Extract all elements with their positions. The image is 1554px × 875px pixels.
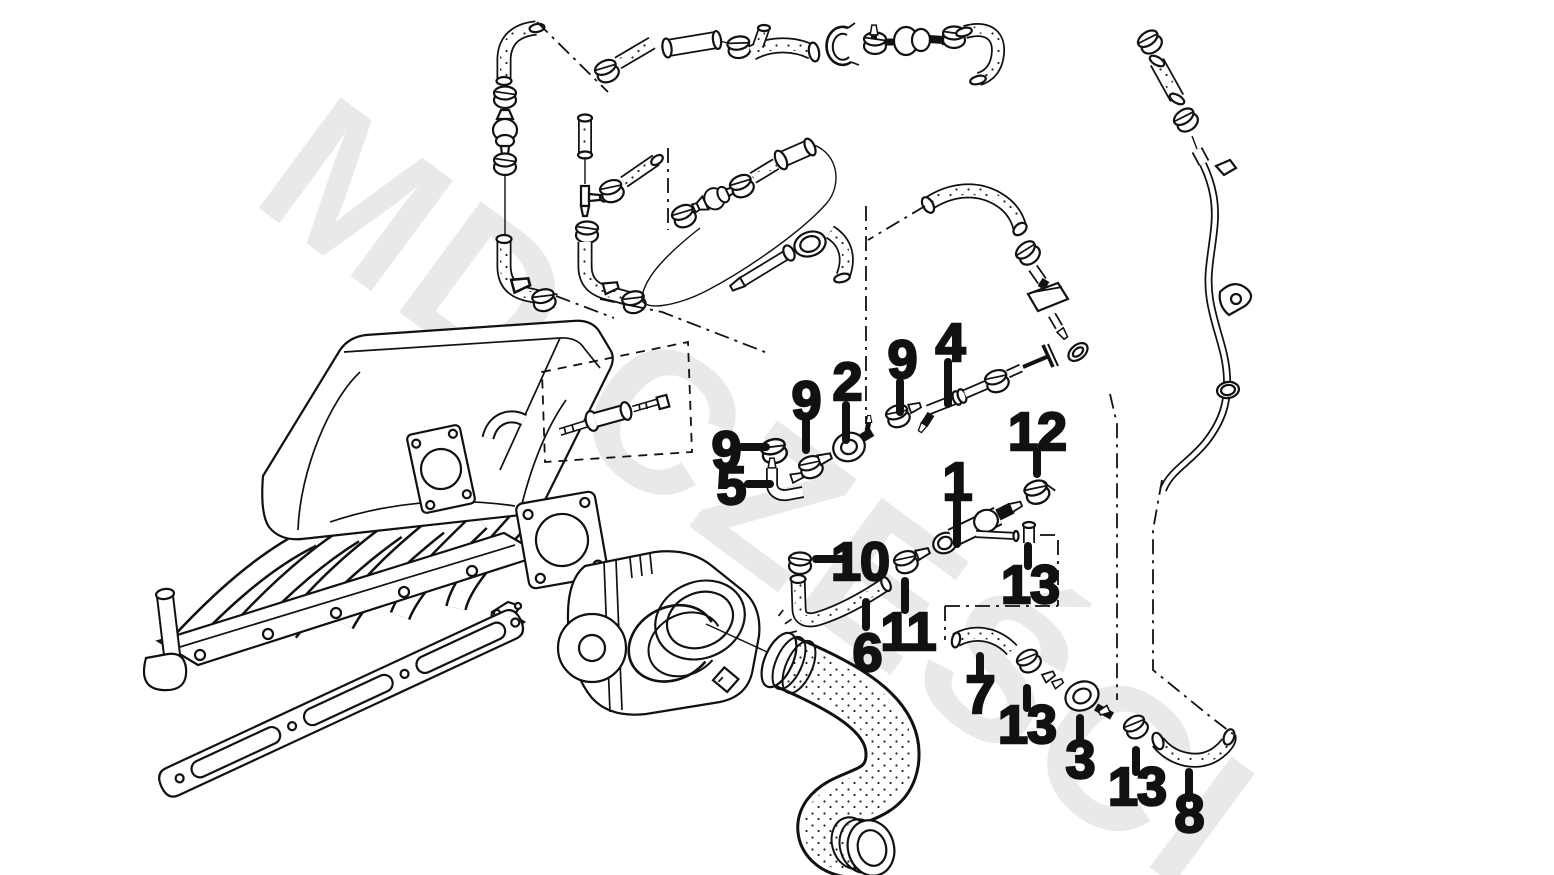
hose-clamp [492,85,518,110]
check-valve [491,108,519,157]
hose-clamp [1011,236,1045,270]
hose-clamp [1133,25,1167,59]
callout-label-1: 1 [942,452,971,512]
hose-clamp [725,33,753,61]
callout-label-8: 8 [1174,784,1203,844]
plug-13 [1021,520,1037,543]
hose-chain-a [491,20,559,315]
intake-manifold [142,319,614,692]
hose-clamp-10 [787,551,813,576]
hose-clamp-12 [1021,476,1053,508]
hose-clamp [574,220,600,245]
pipe-bracket [1218,283,1253,317]
barb-fitting [869,24,879,36]
spring-clamp [825,22,860,67]
valve-chain-3 [950,626,1237,768]
manifold-throttle-flange [406,424,476,514]
callout-label-12: 12 [1008,402,1066,462]
callout-label-13: 13 [998,695,1056,755]
callout-label-9: 9 [887,330,916,390]
check-valve-block [1026,277,1070,313]
callout-label-5: 5 [716,456,745,516]
callout-label-13: 13 [1001,555,1059,615]
hose-clamp [1169,103,1203,137]
hose-chain-b [574,113,664,317]
check-valve-2 [832,414,875,463]
pcv-valve [886,25,952,57]
callout-label-11: 11 [880,602,935,662]
barb-fitting [767,457,777,469]
callout-label-10: 10 [831,532,889,592]
callout-label-4: 4 [935,313,965,373]
sensor-assembly [541,340,693,463]
barb-fitting [907,400,923,414]
top-hose-chain [591,22,1005,87]
center-chain [758,343,1059,502]
callout-label-9: 9 [711,421,740,481]
construction-lines [536,21,1234,735]
callout-label-6: 6 [852,623,881,683]
check-valve-3 [1064,680,1114,720]
hose-clamp [492,152,518,177]
middle-chain [641,137,854,307]
callout-label-7: 7 [965,665,994,725]
callout-label-2: 2 [832,352,861,412]
manifold-gasket [158,608,525,798]
barb-fitting [1056,327,1070,341]
valve-chain-1 [787,476,1053,628]
callout-label-9: 9 [791,371,820,431]
vent-pipe [1133,25,1253,492]
throttle-body [490,550,777,716]
tee-fitting-4 [916,390,963,434]
callout-label-3: 3 [1065,730,1094,790]
corrugated-hose [760,631,921,875]
upper-right-chain [920,183,1089,362]
callout-label-13: 13 [1108,757,1166,817]
